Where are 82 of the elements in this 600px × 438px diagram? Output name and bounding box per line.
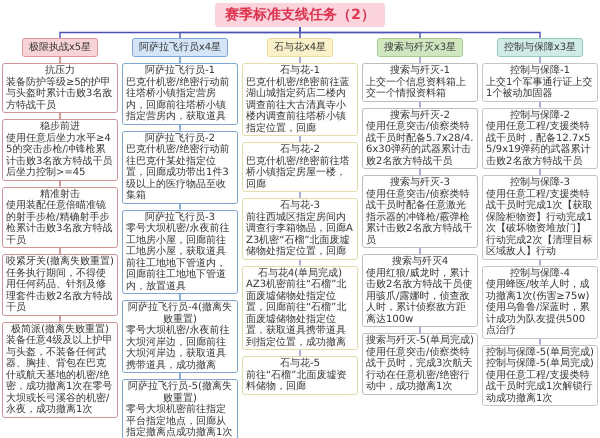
task-card: [242, 63, 358, 136]
task-title: 控制与保障-5(单局完成): [486, 346, 594, 358]
task-card: [122, 300, 238, 373]
task-description: 巴克什机密/绝密行动前往塔桥小镇指定营房内，回廊前往塔桥小镇指定营房内，获取道具: [126, 76, 230, 122]
task-card: [2, 254, 118, 316]
task-card: [2, 186, 118, 248]
task-description: 巴克什机密/绝密行动前往巴克什某处指定位置，回廊成功带出1件3级以上的医疗物品至收集箱: [126, 144, 230, 202]
task-card: [362, 108, 478, 169]
task-description: 装备防护等级≥5的护甲与头盔时累计击败3名敌方特战干员: [6, 76, 114, 111]
task-description: 使用任意后坐力水平≥45的突击步枪/冲锋枪累计击败3名敌方特战干员后坐力控制>=45: [6, 132, 114, 178]
task-description: 巴克什机密/绝密前往塔桥小镇指定房屋一楼，回廊: [246, 156, 350, 190]
task-card: [2, 119, 118, 180]
task-card: [122, 130, 238, 204]
task-title: 搜索与歼灭-2: [389, 110, 451, 120]
task-title: 石与花4(单局完成): [256, 268, 344, 278]
task-card: [482, 108, 598, 169]
task-title: 控制与保障-3: [509, 177, 571, 188]
task-description: AZ3机密前往“石榴”北面废墟储物处指定位置，回廊前往“石榴”北面废墟储物处指定位置，获取道具携带道具到指定位置，成功撤离: [246, 279, 348, 348]
task-description: 使用蜂医/牧羊人时，成功撤离1次(伤害≥75w)使用乌鲁鲁/深蓝时，累计成功为队友提供500点治疗: [486, 279, 590, 336]
task-card: [122, 63, 238, 124]
category-tag: 石与花x4星: [266, 38, 334, 57]
task-description: 前往西城区指定房间内调查行李箱物品，回廊AZ3机密“石榴”北面废墟储物处指定位置，回廊: [246, 212, 354, 258]
connector-line: [299, 27, 541, 38]
task-card: [242, 266, 358, 350]
category-tag: 阿萨拉飞行员x4星: [132, 38, 228, 57]
task-description: 使用任意突击/侦察类特战干员时配备任意激光指示器的冲锋枪/霰弹枪累计击败2名敌方特战干员: [366, 188, 474, 246]
task-title: 阿萨拉飞行员-3: [144, 212, 216, 222]
task-description: 任务执行期间，不得使用任何药品、针剂及修理套件击败2名敌方特战干员: [6, 268, 114, 314]
task-title: 稳步前进: [39, 121, 81, 132]
task-description: 使用任意工程/支援类特战干员时完成1次【获取保险柜物资】行动完成1次【破坏物资堆放门】行动完成2次【清理目标区域敌人】行动: [486, 188, 594, 258]
task-title: 阿萨拉飞行员-4(撤离失败重置): [127, 302, 233, 324]
task-description: 使用任意突击/侦察类特战干员时，完成3次航天行动在任意机密/绝密行动中，成功撤离1次: [366, 346, 474, 392]
task-card: [242, 198, 358, 260]
task-title: 抗压力: [44, 65, 76, 76]
category-tag: 极限执战x5星: [22, 38, 98, 57]
task-card: [362, 254, 478, 327]
task-title: 石与花-5: [279, 358, 321, 370]
task-title: 控制与保障-4: [509, 268, 571, 278]
task-card: [362, 175, 478, 248]
task-card: [482, 175, 598, 260]
task-card: [2, 322, 118, 418]
task-title: 石与花-2: [279, 144, 321, 156]
task-title: 石与花-3: [279, 200, 321, 212]
task-description: 使用装配任意倍瞄准镜的射手步枪/精确射手步枪累计击败3名敌方特战干员: [6, 200, 114, 246]
task-card: [482, 63, 598, 102]
task-description: 前往“石榴”北面废墟资料储物，回廊: [246, 370, 348, 392]
task-description: 零号大坝机密/永夜前往工地房小屋，回廊前往工地房小屋，获取道具前往工地地下管道内，回廊前往工地地下管道内，放置道具: [126, 223, 230, 292]
task-title: 搜索与歼灭-1: [389, 65, 451, 76]
task-card: [2, 63, 118, 113]
task-title: 搜索与歼灭-5(单局完成): [366, 335, 474, 346]
task-card: [362, 63, 478, 102]
task-card: [122, 379, 238, 438]
task-description: 使用任意工程/支援类特战干员时，配备12.7x55/9x19弹药的武器累计击败2名敌方特战干员: [486, 121, 592, 167]
task-card: [482, 266, 598, 338]
task-description: 控制与保障-5(单局完成)使用任意工程/支援类特战干员时完成1次解锁行动成功撤离1次: [486, 358, 594, 404]
task-card: [122, 210, 238, 294]
task-card: [242, 356, 358, 394]
task-description: 装备任意4级及以上护甲与头盔，不装备任何武器、胸挂、背包在巴克什或航天基地的机密/绝密，成功撤离1次在零号大坝或长弓溪谷的机密/永夜，成功撤离1次: [6, 335, 114, 416]
task-title: 阿萨拉飞行员-2: [144, 132, 216, 144]
task-title: 极简派(撤离失败重置): [10, 324, 110, 334]
task-description: 零号大坝机密/永夜前往大坝河岸边，回廊前往大坝河岸边，获取道具携带道具，成功撤离: [126, 325, 230, 371]
task-card: [482, 344, 598, 406]
task-title: 搜索与歼灭-3: [389, 177, 451, 188]
task-description: 使用红狼/威龙时，累计击败2名敌方特战干员使用骇爪/露娜时，侦查敌人时，累计侦察敌方距离达100w: [366, 268, 474, 325]
category-tag: 控制与保障x3星: [496, 38, 584, 57]
task-title: 精准射击: [39, 188, 81, 200]
task-title: 阿萨拉飞行员-5(撤离失败重置): [127, 381, 233, 404]
title-box: 赛季标准支线任务（2）: [215, 3, 385, 27]
task-description: 使用任意突击/侦察类特战干员时配备5.7x28/4.6x30弹药的武器累计击败2名敌方特战干员: [366, 121, 474, 167]
task-title: 控制与保障-2: [509, 110, 571, 120]
task-title: 咬紧牙关(撤离失败重置): [6, 256, 114, 268]
task-description: 零号大坝机密前往指定平台指定地点，回廊从指定撤离点成功撤离1次: [126, 404, 234, 438]
task-card: [242, 142, 358, 192]
task-title: 搜索与歼灭4: [390, 256, 450, 268]
task-card: [362, 333, 478, 394]
task-description: 巴克什机密/绝密前往蓝湖山城指定药店二楼内调查前往大古清真寺小楼内调查前往塔桥小镇指定位置，回廊: [246, 76, 350, 134]
task-title: 阿萨拉飞行员-1: [144, 65, 216, 76]
task-title: 石与花-1: [279, 65, 321, 76]
task-title: 控制与保障-1: [509, 65, 571, 76]
task-description: 上交一个信息资料箱上交一个情报资料箱: [366, 76, 467, 100]
task-description: 上交1个军事通行证上交1个被动加固器: [486, 76, 594, 100]
category-tag: 搜索与歼灭x3星: [376, 38, 464, 57]
